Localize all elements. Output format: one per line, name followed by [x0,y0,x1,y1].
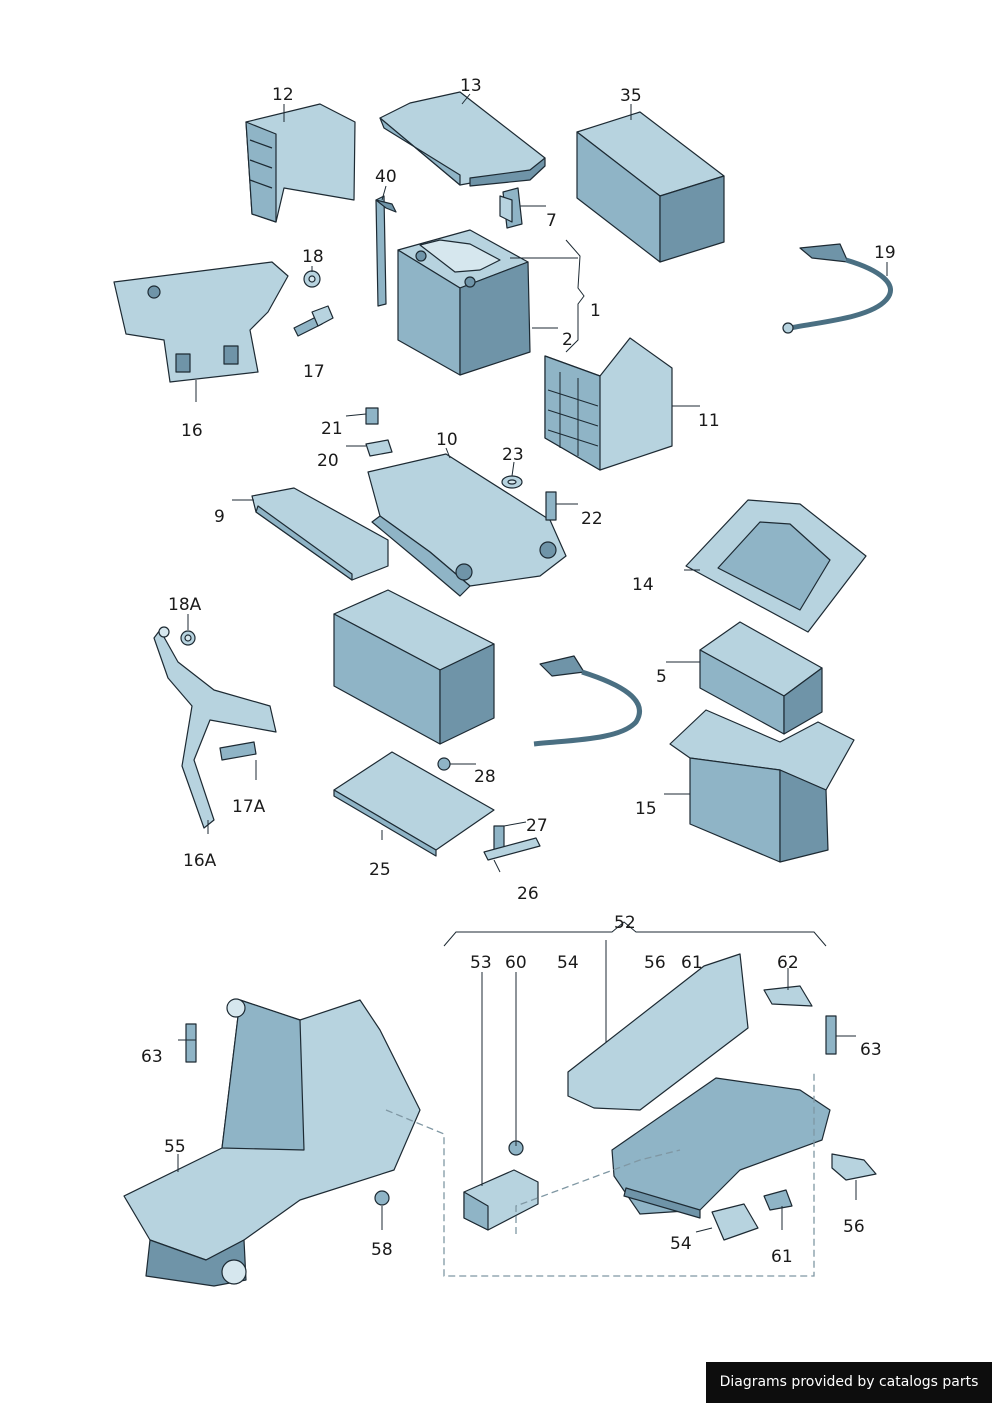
label-7: 7 [546,211,557,231]
label-17a: 17A [232,797,266,817]
label-18a: 18A [168,595,202,615]
label-25: 25 [369,860,391,880]
part-cable-lower[interactable] [533,655,642,747]
label-54: 54 [557,953,579,973]
label-10: 10 [436,430,458,450]
part-18a-washer[interactable] [180,630,196,646]
label-53: 53 [470,953,492,973]
part-19-cable[interactable] [782,243,893,334]
label-61-lower: 61 [771,1247,793,1267]
part-28-nut[interactable] [437,757,451,771]
label-28: 28 [474,767,496,787]
part-11-sleeve[interactable] [544,337,673,471]
part-12-side-panel[interactable] [245,103,356,223]
assembly-line-module [515,1149,681,1234]
part-21-bolt[interactable] [365,407,379,425]
label-5: 5 [656,667,667,687]
part-2-battery[interactable] [397,229,531,376]
part-54-fusebox[interactable] [567,953,831,1219]
part-55-housing[interactable] [123,998,421,1287]
label-63-right: 63 [860,1040,882,1060]
label-12: 12 [272,85,294,105]
label-14: 14 [632,575,654,595]
part-63-screw-left[interactable] [185,1023,197,1063]
label-19: 19 [874,243,896,263]
part-16-bracket[interactable] [113,261,289,383]
part-18-nut[interactable] [303,270,321,288]
part-22-bolt[interactable] [545,491,557,521]
part-battery-lower[interactable] [333,589,495,745]
label-1: 1 [590,301,601,321]
part-35-battery[interactable] [576,111,725,263]
part-17-bolt[interactable] [293,305,334,337]
label-35: 35 [620,86,642,106]
label-56: 56 [644,953,666,973]
part-5-battery[interactable] [699,621,823,735]
label-18: 18 [302,247,324,267]
label-2: 2 [562,330,573,350]
label-15: 15 [635,799,657,819]
label-20: 20 [317,451,339,471]
label-62: 62 [777,953,799,973]
part-26-clamp[interactable] [483,837,541,861]
bracket-52 [443,921,827,947]
part-40-rod[interactable] [375,195,397,307]
credit-banner: Diagrams provided by catalogs parts [706,1362,992,1403]
part-14-pan[interactable] [685,499,867,633]
label-54-lower: 54 [670,1234,692,1254]
label-26: 26 [517,884,539,904]
leader-lines [177,93,888,1233]
label-17: 17 [303,362,325,382]
part-7-clip[interactable] [499,187,523,229]
label-22: 22 [581,509,603,529]
label-16a: 16A [183,851,217,871]
label-58: 58 [371,1240,393,1260]
part-17a-bolt[interactable] [219,741,257,761]
part-16a-bracket[interactable] [153,626,277,829]
part-61-fuse[interactable] [763,1189,793,1211]
part-53-module[interactable] [463,1169,539,1231]
label-9: 9 [214,507,225,527]
callouts: 12 13 35 40 7 18 19 1 2 17 16 11 21 10 2… [141,76,896,1267]
label-56-lower: 56 [843,1217,865,1237]
part-58-nut[interactable] [374,1190,390,1206]
label-16: 16 [181,421,203,441]
label-55: 55 [164,1137,186,1157]
label-11: 11 [698,411,720,431]
label-63-left: 63 [141,1047,163,1067]
part-63-screw-right[interactable] [825,1015,837,1055]
label-27: 27 [526,816,548,836]
part-20-clamp[interactable] [365,439,393,457]
label-52: 52 [614,913,636,933]
part-54-plug[interactable] [711,1203,759,1241]
label-21: 21 [321,419,343,439]
label-40: 40 [375,167,397,187]
label-60: 60 [505,953,527,973]
part-9-shield[interactable] [251,487,389,581]
label-61: 61 [681,953,703,973]
part-23-washer[interactable] [501,475,523,489]
label-23: 23 [502,445,524,465]
part-25-tray[interactable] [333,751,495,857]
assembly-line-group [385,1070,815,1277]
part-15-box[interactable] [669,709,855,863]
label-13: 13 [460,76,482,96]
part-10-tray[interactable] [367,453,567,597]
part-56-connector[interactable] [831,1153,877,1181]
part-13-battery-cover[interactable] [379,91,546,187]
